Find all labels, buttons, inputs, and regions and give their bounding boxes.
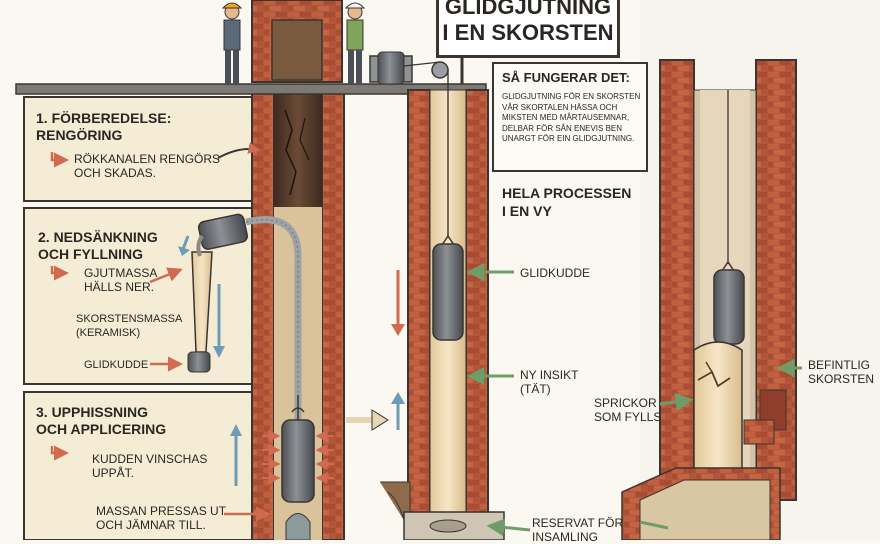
- step-2-note-1-line-1: GJUTMASSA: [84, 266, 158, 280]
- label-sprickor: SPRICKOR SOM FYLLS: [594, 396, 661, 424]
- step-3-note-1-line-1: KUDDEN VINSCHAS: [92, 452, 208, 466]
- step-2-note-1-line-2: HÄLLS NER.: [84, 280, 155, 294]
- step-1-title: 1. FÖRBEREDELSE: RENGÖRING: [36, 110, 171, 144]
- title-line-2: I EN SKORSTEN: [442, 20, 614, 45]
- step-3-note-1: KUDDEN VINSCHAS UPPÅT.: [92, 452, 207, 480]
- step-3-title-line-2: OCH APPLICERING: [36, 421, 167, 437]
- step-2-title-line-2: OCH FYLLNING: [38, 246, 143, 262]
- step-2-note-2: SKORSTENSMASSA (KERAMISK): [76, 312, 182, 340]
- step-2-note-1: GJUTMASSA HÄLLS NER.: [84, 266, 157, 294]
- label-befintlig-line-1: BEFINTLIG: [808, 358, 871, 372]
- reservat-arrow: [486, 518, 531, 537]
- step-1-note: RÖKKANALEN RENGÖRS OCH SKADAS.: [74, 152, 220, 180]
- step3-bullet-arrow: [50, 445, 69, 461]
- step2-illustration: [187, 213, 302, 420]
- step-1-title-line-2: RENGÖRING: [36, 127, 123, 143]
- label-befintlig: BEFINTLIG SKORSTEN: [808, 358, 874, 386]
- step-2-title: 2. NEDSÄNKNING OCH FYLLNING: [38, 229, 158, 263]
- label-sprickor-line-2: SOM FYLLS: [594, 410, 662, 424]
- step-3-panel: [23, 391, 253, 540]
- step-2-note-2-line-2: (KERAMISK): [76, 327, 141, 339]
- step-3-note-2-line-1: MASSAN PRESSAS UT: [96, 504, 227, 518]
- info-heading: SÅ FUNGERAR DET:: [502, 70, 630, 85]
- label-glidkudde: GLIDKUDDE: [520, 266, 591, 280]
- info-box: SÅ FUNGERAR DET: GLIDGJUTNING FÖR EN SKO…: [492, 62, 648, 172]
- right-chimney: [621, 59, 797, 540]
- sprickor-arrow: [659, 392, 694, 411]
- step-3-note-1-line-2: UPPÅT.: [92, 466, 135, 480]
- step1-bullet-arrow: [50, 152, 69, 168]
- step2-bullet-arrow: [50, 265, 69, 281]
- step-3-note-2: MASSAN PRESSAS UT OCH JÄMNAR TILL.: [96, 504, 226, 532]
- step-2-note-3: GLIDKUDDE: [84, 359, 149, 371]
- step2-blue-arrow-head: [178, 246, 190, 256]
- worker-left: [221, 2, 243, 84]
- step-2-note-2-line-1: SKORSTENSMASSA: [76, 313, 183, 325]
- title-line-1: GLIDGJUTNING: [444, 0, 612, 19]
- step3-press-arrows: [262, 430, 334, 484]
- step-panels: [23, 96, 253, 540]
- label-ny-insikt-line-1: NY INSIKT: [520, 368, 579, 382]
- label-ny-insikt: NY INSIKT (TÄT): [520, 368, 578, 396]
- label-befintlig-line-2: SKORSTEN: [808, 372, 875, 386]
- overview-heading: HELA PROCESSEN I EN VY: [502, 184, 631, 220]
- title-board: GLIDGJUTNING I EN SKORSTEN: [436, 0, 620, 58]
- step3-illustration: [281, 395, 315, 540]
- step-1-note-line-1: RÖKKANALEN RENGÖRS: [74, 152, 221, 166]
- worker-right: [344, 2, 366, 84]
- step-2-title-line-1: 2. NEDSÄNKNING: [38, 229, 158, 245]
- step-1-panel: [23, 96, 253, 202]
- step-1-note-line-2: OCH SKADAS.: [74, 166, 157, 180]
- info-body: GLIDGJUTNING FÖR EN SKORSTEN VÅR SKORTAL…: [502, 92, 641, 143]
- step-1-title-line-1: 1. FÖRBEREDELSE:: [36, 110, 172, 126]
- label-sprickor-line-1: SPRICKOR: [594, 396, 657, 410]
- winch: [369, 50, 464, 85]
- overview-heading-line-1: HELA PROCESSEN: [502, 185, 632, 201]
- step-3-title: 3. UPPHISSNING OCH APPLICERING: [36, 404, 166, 438]
- overview-heading-line-2: I EN VY: [502, 203, 552, 219]
- step-3-note-2-line-2: OCH JÄMNAR TILL.: [96, 518, 206, 532]
- base-arrow: [639, 520, 669, 530]
- label-ny-insikt-line-2: (TÄT): [520, 382, 551, 396]
- step1-pointer-arrow: [217, 142, 261, 159]
- step2-pour-arrow: [149, 267, 183, 284]
- step-3-title-line-1: 3. UPPHISSNING: [36, 404, 149, 420]
- label-reservat-line-2: INSAMLING: [532, 530, 599, 544]
- label-reservat-line-1: RESERVAT FÖR: [532, 516, 624, 530]
